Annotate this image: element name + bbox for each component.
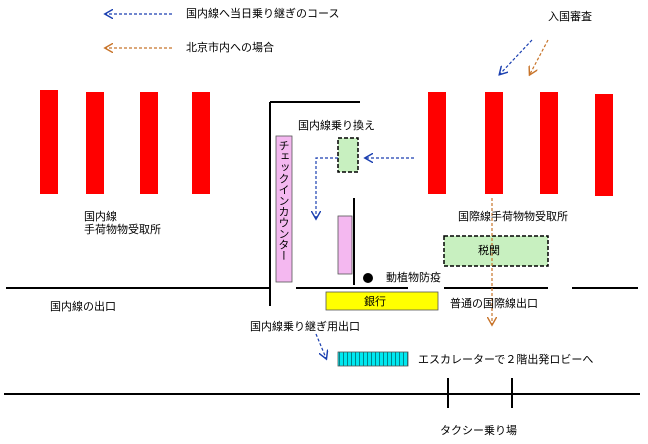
carousel <box>540 92 558 194</box>
domestic-exit-label: 国内線の出口 <box>50 300 116 313</box>
intl-exit-label: 普通の国際線出口 <box>450 297 538 310</box>
carousel <box>595 94 613 196</box>
customs-label: 税関 <box>478 244 500 257</box>
escalator-box <box>337 351 409 367</box>
immigration-label: 入国審査 <box>548 10 592 23</box>
intl-baggage-label: 国際線手荷物物受取所 <box>458 210 568 223</box>
transfer-exit-label: 国内線乗り継ぎ用出口 <box>250 320 360 333</box>
carousel <box>40 90 58 194</box>
domestic-transfer-label: 国内線乗り換え <box>298 119 375 132</box>
carousel <box>192 92 210 194</box>
pink-booth <box>337 215 353 275</box>
domestic-baggage-carousels <box>40 90 210 194</box>
checkin-counter-box <box>275 135 293 283</box>
carousel <box>140 92 158 194</box>
route-orange-immigration <box>530 39 549 74</box>
carousel <box>485 92 503 194</box>
customs-box <box>443 235 549 267</box>
bank-box <box>325 291 439 311</box>
domestic-baggage-label-1: 国内線 <box>84 210 117 223</box>
escalator-label: エスカレーターで２階出発ロビーへ <box>418 353 594 366</box>
route-blue-down <box>316 157 338 218</box>
taxi-label: タクシー乗り場 <box>440 424 517 437</box>
quarantine-label: 動植物防疫 <box>386 271 441 284</box>
legend-beijing-label: 北京市内への場合 <box>186 41 274 54</box>
walls <box>4 101 640 408</box>
carousel <box>428 92 446 194</box>
domestic-baggage-label-2: 手荷物物受取所 <box>84 223 161 236</box>
intl-baggage-carousels <box>428 92 613 196</box>
route-blue-immigration <box>500 39 533 74</box>
checkin-counter-label: チェックインカウンター <box>277 140 290 261</box>
bank-label: 銀行 <box>364 295 386 308</box>
carousel <box>86 92 104 194</box>
legend-transfer-label: 国内線へ当日乗り継ぎのコース <box>186 7 340 20</box>
route-blue-escalator <box>315 333 326 358</box>
quarantine-dot <box>363 273 373 283</box>
domestic-transfer-box <box>337 137 359 173</box>
